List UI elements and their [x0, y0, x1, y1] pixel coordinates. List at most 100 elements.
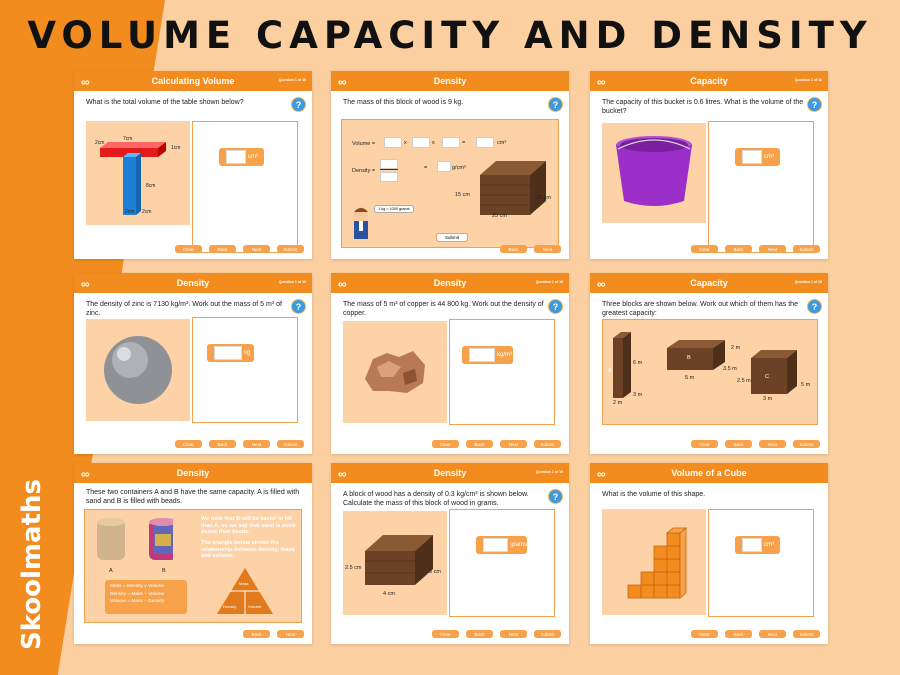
question-mark-icon[interactable]: ? [291, 97, 306, 112]
answer-input[interactable] [226, 150, 246, 164]
submit-button[interactable]: Submit [793, 245, 820, 253]
submit-button[interactable]: Submit [277, 245, 304, 253]
answer-input[interactable] [483, 538, 509, 552]
dim-label: 2cm [95, 140, 105, 146]
next-button[interactable]: Next [500, 630, 527, 638]
question-text: The capacity of this bucket is 0.6 litre… [602, 99, 804, 115]
back-button[interactable]: Back [466, 630, 493, 638]
density-result-input[interactable] [437, 161, 451, 172]
back-button[interactable]: Back [725, 630, 752, 638]
card-title: Capacity [690, 76, 728, 86]
next-button[interactable]: Next [243, 245, 270, 253]
back-button[interactable]: Back [725, 245, 752, 253]
answer-input[interactable] [742, 150, 762, 164]
card-capacity-blocks: ∞ Capacity Question 1 of 10 ? Three bloc… [590, 273, 828, 454]
question-text: The mass of 5 m³ of copper is 44 800 kg.… [343, 301, 544, 317]
infinity-icon: ∞ [338, 277, 347, 291]
clear-button[interactable]: Clear [175, 440, 202, 448]
density-denominator-input[interactable] [380, 172, 398, 182]
card-header: ∞ Capacity Question 1 of 10 [590, 273, 828, 293]
clear-button[interactable]: Clear [691, 245, 718, 253]
next-button[interactable]: Next [759, 245, 786, 253]
question-counter: Question 1 of 10 [278, 78, 306, 82]
clear-button[interactable]: Clear [175, 245, 202, 253]
back-button[interactable]: Back [209, 245, 236, 253]
infinity-icon: ∞ [338, 75, 347, 89]
unit-label: cm³ [764, 154, 774, 160]
dim-label: 5 m [801, 382, 811, 388]
submit-button[interactable]: Submit [436, 233, 468, 242]
answer-input[interactable] [469, 348, 495, 362]
back-button[interactable]: Back [466, 440, 493, 448]
button-row: Clear Back Next Submit [432, 630, 561, 638]
submit-button[interactable]: Submit [277, 440, 304, 448]
page-title: VOLUME CAPACITY AND DENSITY [27, 14, 873, 57]
back-button[interactable]: Back [725, 440, 752, 448]
card-calculating-volume: ∞ Calculating Volume Question 1 of 10 ? … [74, 71, 312, 259]
next-button[interactable]: Next [243, 440, 270, 448]
card-header: ∞ Volume of a Cube [590, 463, 828, 483]
card-header: ∞ Density Question 1 of 10 [331, 463, 569, 483]
volume-input-2[interactable] [412, 137, 430, 148]
times-sign: x [404, 140, 407, 146]
infinity-icon: ∞ [597, 467, 606, 481]
back-button[interactable]: Back [209, 440, 236, 448]
submit-button[interactable]: Submit [534, 440, 561, 448]
fraction-bar [380, 169, 398, 170]
clear-button[interactable]: Clear [432, 440, 459, 448]
block-label-c: C [765, 374, 769, 380]
back-button[interactable]: Back [243, 630, 270, 638]
table-shape-diagram [100, 142, 166, 215]
container-label-a: A [109, 568, 113, 574]
clear-button[interactable]: Clear [432, 630, 459, 638]
next-button[interactable]: Next [759, 440, 786, 448]
button-row: Clear Back Next Submit [691, 440, 820, 448]
answer-input[interactable] [214, 346, 242, 360]
dim-label: 5 m [685, 375, 695, 381]
volume-input-3[interactable] [442, 137, 460, 148]
question-mark-icon[interactable]: ? [548, 299, 563, 314]
next-button[interactable]: Next [759, 630, 786, 638]
card-volume-cube: ∞ Volume of a Cube What is the volume of… [590, 463, 828, 644]
submit-button[interactable]: Submit [534, 630, 561, 638]
unit-label: kg [244, 350, 251, 356]
card-density-wood-block: ∞ Density Question 1 of 10 ? A block of … [331, 463, 569, 644]
infinity-icon: ∞ [597, 277, 606, 291]
question-mark-icon[interactable]: ? [548, 97, 563, 112]
question-mark-icon[interactable]: ? [807, 97, 822, 112]
question-mark-icon[interactable]: ? [548, 489, 563, 504]
triangle-volume: Volume [248, 604, 262, 609]
volume-label: Volume = [352, 141, 376, 147]
next-button[interactable]: Next [534, 245, 561, 253]
card-density-containers: ∞ Density These two containers A and B h… [74, 463, 312, 644]
question-text: These two containers A and B have the sa… [86, 489, 300, 505]
submit-button[interactable]: Submit [793, 630, 820, 638]
next-button[interactable]: Next [500, 440, 527, 448]
answer-field: grams [476, 536, 527, 554]
clear-button[interactable]: Clear [691, 630, 718, 638]
volume-input-1[interactable] [384, 137, 402, 148]
answer-panel: cm³ [708, 509, 814, 617]
submit-button[interactable]: Submit [793, 440, 820, 448]
volume-result-input[interactable] [476, 137, 494, 148]
card-title: Density [433, 278, 467, 288]
next-button[interactable]: Next [277, 630, 304, 638]
button-row: Clear Back Next Submit [432, 440, 561, 448]
question-text: The density of zinc is 7130 kg/m³. Work … [86, 301, 282, 317]
block-label-a: A [608, 368, 612, 374]
card-header: ∞ Density Question 1 of 10 [331, 273, 569, 293]
dim-label: 7cm [123, 136, 133, 142]
density-numerator-input[interactable] [380, 159, 398, 169]
back-button[interactable]: Back [500, 245, 527, 253]
infinity-icon: ∞ [81, 467, 90, 481]
answer-input[interactable] [742, 538, 762, 552]
cube-stack-image [627, 527, 688, 599]
clear-button[interactable]: Clear [691, 440, 718, 448]
unit-label: kg/m³ [497, 352, 512, 358]
question-mark-icon[interactable]: ? [291, 299, 306, 314]
zinc-ball-image [104, 336, 172, 404]
question-mark-icon[interactable]: ? [807, 299, 822, 314]
dim-label: 2.5 m [737, 378, 751, 384]
answer-field: kg [207, 344, 254, 362]
unit-label: cm³ [764, 542, 774, 548]
